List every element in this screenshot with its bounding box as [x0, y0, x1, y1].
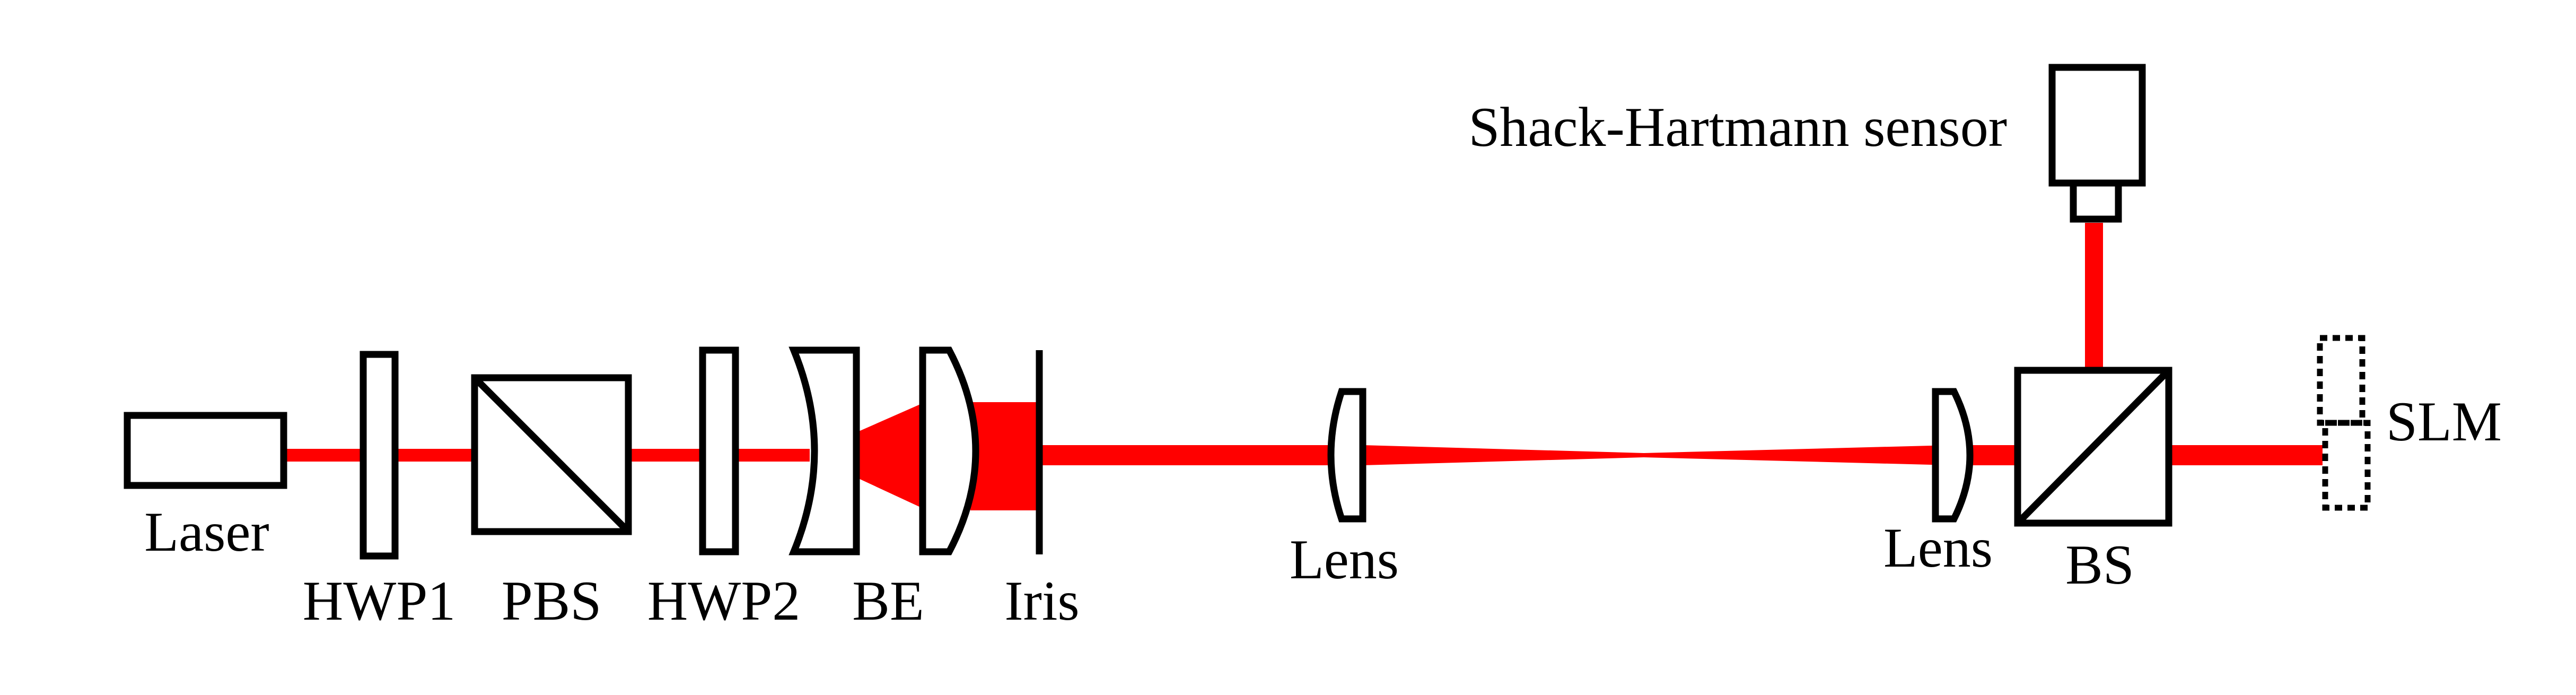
beam-hwp1-to-pbs — [395, 449, 475, 462]
lens-1 — [1327, 388, 1366, 523]
slm-device — [2317, 335, 2371, 511]
be-convex-lens — [919, 346, 979, 555]
label-hwp2: HWP2 — [647, 570, 801, 632]
laser-source — [124, 412, 287, 489]
beam-expanding-cone — [856, 403, 923, 508]
beam-focusing-cone — [1363, 445, 1951, 465]
label-laser: Laser — [144, 501, 269, 563]
pbs-cube — [471, 374, 632, 535]
hwp1-waveplate — [360, 351, 399, 560]
beam-bs-to-slm — [2169, 445, 2323, 465]
lens-2 — [1932, 388, 1974, 523]
label-iris: Iris — [1004, 570, 1079, 632]
label-be: BE — [852, 570, 924, 632]
label-bs: BS — [2065, 534, 2134, 596]
beam-hwp2-to-be — [735, 449, 810, 462]
be-concave-lens — [788, 346, 860, 555]
hwp2-waveplate — [699, 346, 739, 555]
beam-lens-to-bs — [1967, 445, 2018, 465]
shack-hartmann-sensor — [2048, 64, 2146, 223]
beam-pbs-to-hwp2 — [628, 449, 703, 462]
label-lens-1: Lens — [1290, 528, 1399, 590]
beam-expanded — [970, 402, 1039, 510]
beam-laser-to-hwp1 — [284, 449, 363, 462]
label-hwp1: HWP1 — [303, 570, 456, 632]
beam-expander — [788, 346, 979, 555]
laser-beam — [284, 223, 2323, 510]
label-lens-2: Lens — [1883, 517, 1993, 579]
beam-bs-to-sensor — [2085, 223, 2103, 369]
bs-cube — [2014, 367, 2172, 527]
label-slm: SLM — [2386, 390, 2502, 453]
label-pbs: PBS — [502, 570, 602, 632]
beam-iris-to-lens — [1039, 445, 1328, 465]
label-sensor: Shack-Hartmann sensor — [1468, 96, 2007, 158]
